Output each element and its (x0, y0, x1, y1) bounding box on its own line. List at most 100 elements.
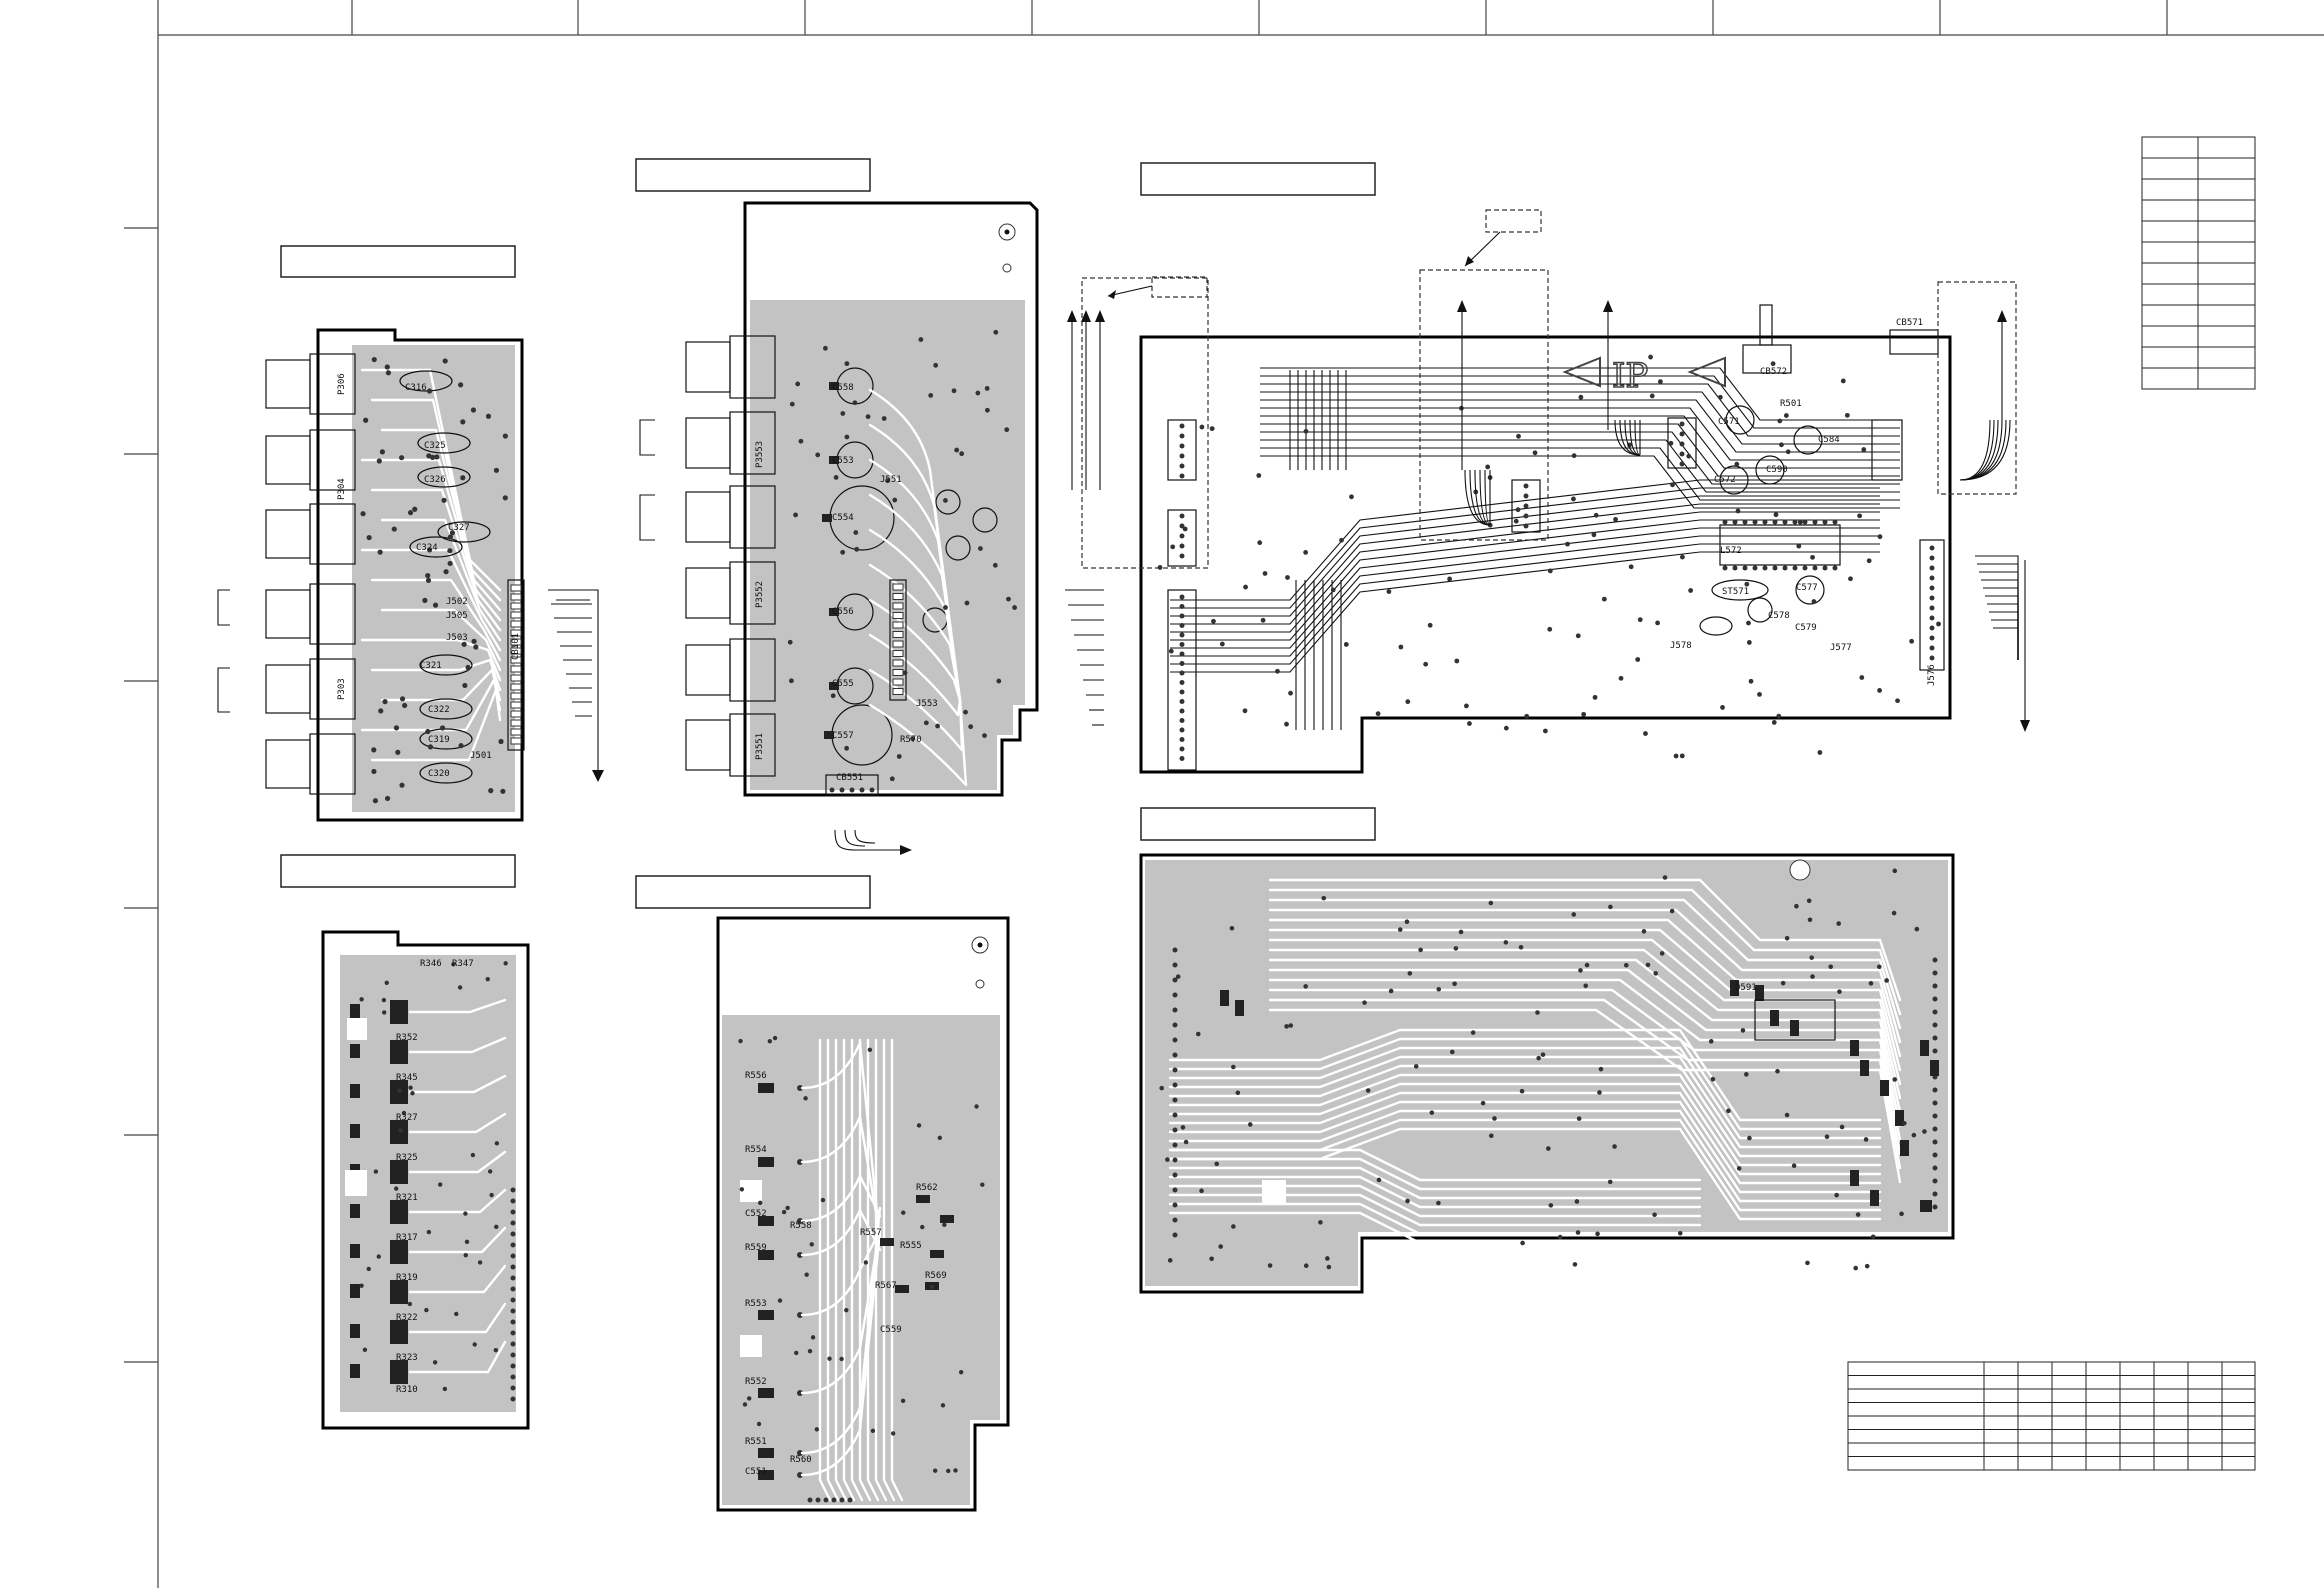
solder-pad (964, 600, 970, 606)
via-pad (1657, 379, 1663, 385)
connector-pin (510, 638, 522, 646)
harness-wire (1484, 469, 1491, 526)
capacitor-polarity-mark (829, 608, 839, 616)
solder-pad (885, 478, 891, 484)
via-pad (1458, 405, 1464, 411)
ref-label-l571: ST571 (1722, 587, 1749, 597)
smd-chip (350, 1004, 360, 1018)
edge-connector-pin (1179, 604, 1185, 609)
via-pad (1284, 1024, 1289, 1029)
via-pad (1780, 980, 1786, 986)
ref-label-j503: J503 (446, 633, 468, 643)
solder-pad (503, 961, 508, 966)
solder-pad (371, 747, 377, 753)
mounting-hole (1789, 859, 1811, 881)
solder-pad (454, 1311, 459, 1317)
solder-pad (794, 1350, 799, 1356)
copper-trace (868, 493, 962, 702)
via-pad (1641, 929, 1647, 934)
solder-pad (360, 511, 366, 517)
via-pad (1817, 750, 1823, 755)
rca-jack-housing (685, 341, 731, 393)
solder-pad (460, 475, 466, 481)
copper-trace (380, 428, 502, 612)
rca-jack-body (729, 485, 776, 549)
copper-trace (408, 1188, 507, 1214)
smd-chip (350, 1084, 360, 1098)
signal-arrow-right (834, 829, 912, 855)
via-pad (1376, 1177, 1382, 1183)
ref-label-r325: R325 (396, 1153, 418, 1163)
ref-label-r552: R552 (745, 1377, 767, 1387)
ref-label-r556: R556 (745, 1071, 767, 1081)
edge-connector-pin (1179, 680, 1185, 685)
via-pad (1262, 571, 1268, 576)
solder-pad (1006, 596, 1011, 602)
arrowhead-down (2020, 720, 2030, 732)
copper-trace (1260, 367, 1900, 421)
transistor (945, 535, 971, 561)
ref-label-r347: R347 (452, 959, 474, 969)
copper-trace (360, 368, 502, 592)
ref-label-r554: R554 (745, 1145, 767, 1155)
via-pad (1773, 512, 1779, 518)
via-pad (1546, 1146, 1551, 1151)
via-pad (1853, 1265, 1859, 1271)
solder-pad (378, 708, 384, 714)
inductor (1699, 616, 1733, 636)
solder-pad (432, 1360, 438, 1365)
solder-pad (781, 1209, 787, 1215)
solder-pad (502, 495, 508, 501)
ip-logo: IP (1562, 355, 1726, 397)
solder-pad (902, 670, 908, 676)
solder-pad (804, 1272, 809, 1277)
via-pad (1891, 910, 1897, 916)
electrolytic-capacitor (1725, 405, 1755, 435)
via-pad (1892, 868, 1898, 874)
via-pad (1914, 926, 1920, 932)
copper-trace (1170, 511, 1880, 633)
connector-pin (849, 787, 855, 793)
connector-pin (510, 701, 522, 709)
via-pad (1214, 1161, 1220, 1167)
side-connector-pin (1929, 565, 1935, 571)
via-pad (1791, 1163, 1797, 1169)
connector-pin (510, 710, 522, 718)
copper-trace (1168, 1211, 1702, 1245)
smd-resistor (390, 1040, 408, 1064)
solder-pad (460, 419, 466, 425)
ref-label-r567: R567 (875, 1281, 897, 1291)
header-connector (1511, 479, 1541, 533)
solder-pad (494, 1224, 499, 1230)
solder-pad (747, 1396, 752, 1401)
edge-pad (823, 1497, 829, 1503)
electrolytic-capacitor (399, 370, 453, 392)
ic-pin (892, 669, 904, 676)
solder-pad (376, 1254, 381, 1259)
solder-pad (463, 1211, 468, 1216)
ref-label-j576: C579 (1795, 623, 1817, 633)
solder-pad (867, 1047, 873, 1053)
via-pad (1824, 1134, 1830, 1139)
edge-pad (510, 1242, 516, 1248)
electrolytic-capacitor (409, 536, 463, 558)
copper-trace (380, 518, 502, 642)
via-pad (1710, 1076, 1716, 1082)
edge-pad (510, 1396, 516, 1402)
side-connector-pin (1929, 615, 1935, 621)
via-pad (1746, 640, 1752, 645)
ref-label-cb501: J576 (1927, 664, 1937, 686)
solder-pad (399, 696, 406, 702)
copper-trace (1168, 1100, 1882, 1194)
edge-connector-pin (1179, 651, 1185, 657)
harness-wire (1993, 627, 2019, 660)
via-pad (1744, 581, 1750, 587)
solder-pad (932, 1468, 938, 1473)
via-pad (1895, 698, 1900, 704)
smd-chip (350, 1364, 360, 1378)
solder-pad (797, 1218, 803, 1224)
copper-trace (866, 1038, 880, 1502)
via-pad (1623, 962, 1629, 968)
smd-chip (350, 1244, 360, 1258)
via-pad (1777, 418, 1783, 424)
